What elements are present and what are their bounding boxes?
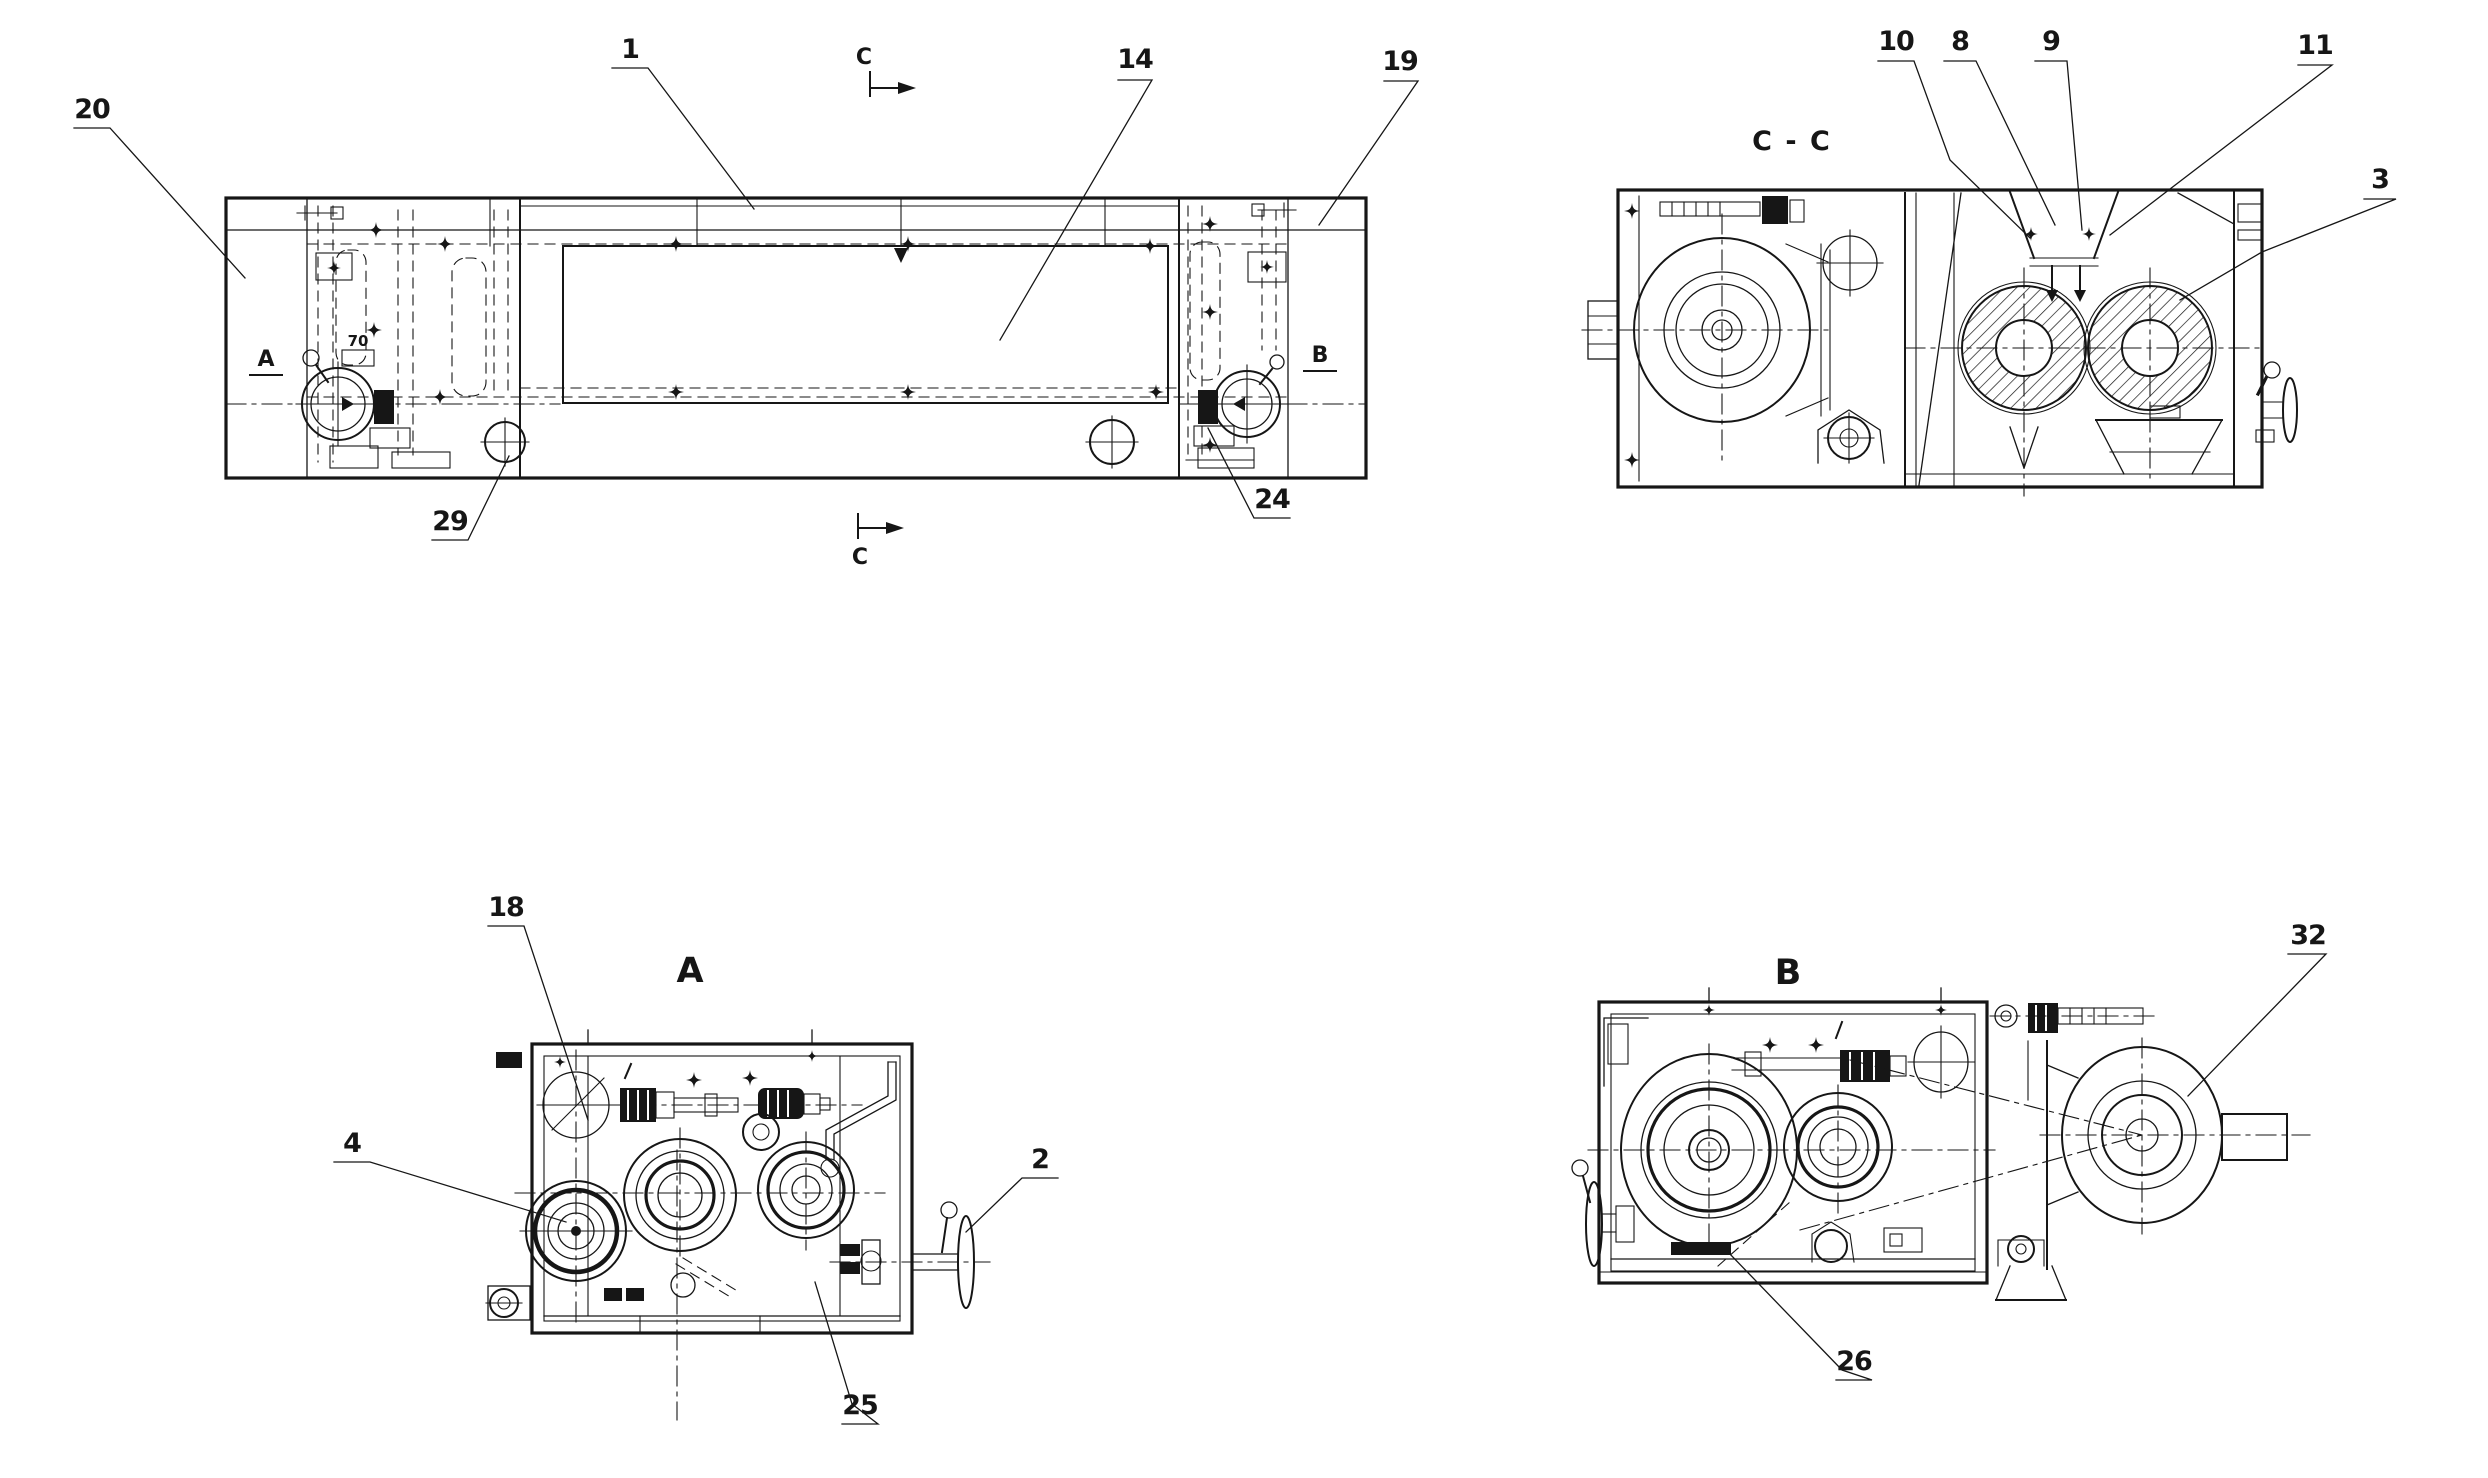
letter-b-label: B xyxy=(1312,343,1329,368)
feed-handwheel xyxy=(829,1201,991,1309)
view-a-gearbox: A xyxy=(333,892,1059,1425)
callout-3: 3 xyxy=(2179,164,2397,301)
pulley-shaft-stub xyxy=(1587,300,1619,360)
secondary-gear xyxy=(1783,1084,1893,1216)
view-b-title: B xyxy=(1775,953,1802,993)
callout-8-label: 8 xyxy=(1951,26,1969,57)
callout-10: 10 xyxy=(1877,26,2031,239)
callout-26-label: 26 xyxy=(1836,1346,1872,1377)
coupling-b xyxy=(1731,1050,1907,1082)
gearbox-a-base xyxy=(543,1149,901,1421)
clamp-bolt xyxy=(1659,196,1805,224)
section-mark-top-label: C xyxy=(856,45,872,70)
view-b-gearbox: B xyxy=(1571,920,2328,1381)
left-clamp-knob xyxy=(302,349,320,367)
callout-14-label: 14 xyxy=(1117,44,1153,75)
view-a-title: A xyxy=(676,951,703,991)
inspection-hole xyxy=(1816,229,1884,297)
right-clamp-knob xyxy=(1269,354,1285,370)
callout-4: 4 xyxy=(333,1128,567,1223)
callout-24-label: 24 xyxy=(1254,484,1290,515)
drive-pulley-wheel xyxy=(1581,213,1831,467)
view-letter-A: A xyxy=(249,347,283,376)
knurled-roller-left xyxy=(1957,267,2091,497)
section-mark-top: C xyxy=(856,45,916,97)
roller-support xyxy=(2009,405,2223,475)
callout-3-label: 3 xyxy=(2371,164,2389,195)
letter-a-label: A xyxy=(257,347,274,372)
motor-foot xyxy=(1995,1235,2067,1301)
gearbox-b-base xyxy=(1598,1201,1988,1273)
main-outer-frame xyxy=(224,196,1368,480)
callout-25-label: 25 xyxy=(842,1390,878,1421)
top-band-seams xyxy=(489,197,1106,263)
right-gear xyxy=(757,1131,855,1251)
oil-sight-b xyxy=(1907,1025,1975,1099)
callout-2: 2 xyxy=(965,1144,1059,1233)
view-section-cc: C - C xyxy=(1581,26,2397,497)
gearbox-b-housing xyxy=(1597,1000,1989,1285)
callout-20: 20 xyxy=(73,94,246,279)
callout-24: 24 xyxy=(1207,427,1291,519)
callout-19: 19 xyxy=(1318,46,1420,226)
callout-2-label: 2 xyxy=(1031,1144,1049,1175)
belt-pulley xyxy=(519,1180,633,1282)
callout-32: 32 xyxy=(2187,920,2328,1097)
right-gearbox-strip xyxy=(1185,202,1297,469)
callout-11: 11 xyxy=(2109,30,2334,236)
left-crank-handle xyxy=(1571,1159,1635,1267)
callout-10-label: 10 xyxy=(1878,26,1914,57)
bed-panel xyxy=(562,245,1169,404)
callout-25: 25 xyxy=(814,1281,880,1425)
left-foot-bracket xyxy=(485,1285,531,1321)
callout-18: 18 xyxy=(487,892,589,1121)
band-position-marks xyxy=(327,216,1274,453)
callout-9-label: 9 xyxy=(2042,26,2060,57)
idler-gear-small xyxy=(742,1113,780,1151)
callout-26: 26 xyxy=(1727,1251,1873,1381)
callout-14: 14 xyxy=(999,44,1154,341)
callout-29: 29 xyxy=(431,455,510,541)
left-gearbox-strip: 70 xyxy=(296,205,509,469)
view-main-assembly: 70 xyxy=(73,34,1420,570)
callout-9: 9 xyxy=(2034,26,2083,231)
dim-70-label: 70 xyxy=(348,332,369,350)
bottom-bearing xyxy=(1817,409,1885,464)
left-stud xyxy=(496,1052,522,1068)
callout-4-label: 4 xyxy=(343,1128,361,1159)
shifter-lever-pipe xyxy=(820,1061,897,1178)
knurled-roller-right xyxy=(2083,267,2217,481)
foundation-bolt-hole-right xyxy=(1085,415,1139,469)
section-mark-bottom: C xyxy=(852,513,904,570)
callout-1-label: 1 xyxy=(621,34,639,65)
view-letter-B: B xyxy=(1303,343,1337,372)
callout-18-label: 18 xyxy=(488,892,524,923)
section-title: C - C xyxy=(1752,126,1832,157)
side-crank-handle xyxy=(2255,361,2298,443)
section-mark-bottom-label: C xyxy=(852,545,868,570)
callout-8: 8 xyxy=(1943,26,2056,226)
right-handwheel xyxy=(1193,354,1287,447)
gearbox-a-housing xyxy=(530,1042,914,1335)
callout-20-label: 20 xyxy=(74,94,110,125)
callout-11-label: 11 xyxy=(2297,30,2333,61)
electric-motor xyxy=(2039,1037,2311,1235)
input-spline-shaft xyxy=(599,1088,863,1122)
callout-32-label: 32 xyxy=(2290,920,2326,951)
motor-bell-housing xyxy=(2027,1040,2079,1270)
foundation-bolt-hole-left xyxy=(480,417,530,467)
callout-19-label: 19 xyxy=(1382,46,1418,77)
top-left-bracket xyxy=(1603,1017,1649,1087)
center-gear xyxy=(623,1127,737,1263)
output-spline-shaft xyxy=(1989,1003,2161,1033)
view-b-marks xyxy=(1703,1004,1947,1053)
callout-1: 1 xyxy=(611,34,755,210)
callout-29-label: 29 xyxy=(432,506,468,537)
